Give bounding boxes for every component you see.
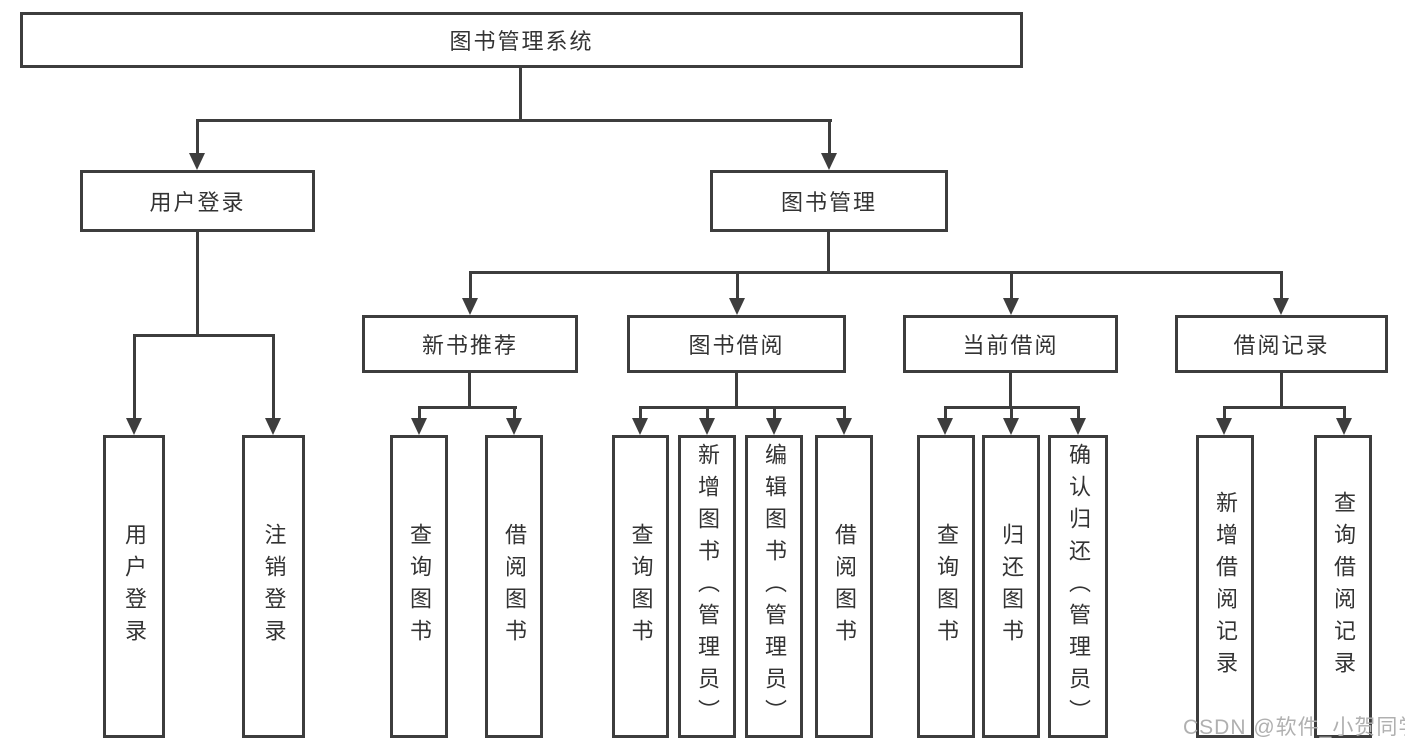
node-library-management-system: 图书管理系统: [20, 12, 1023, 68]
leaf-records-query-record: 查询借阅记录: [1314, 435, 1372, 738]
connector-line: [639, 406, 846, 409]
node-label: 借阅记录: [1233, 333, 1330, 358]
node-label: 当前借阅: [962, 333, 1059, 358]
node-label: 用户登录: [149, 190, 246, 215]
node-current-borrowing: 当前借阅: [903, 315, 1118, 373]
node-book-management: 图书管理: [710, 170, 948, 232]
arrow-down-icon: [699, 406, 715, 435]
arrow-down-icon: [1216, 406, 1232, 435]
leaf-borrowing-add-books-admin: 新增图书（管理员）: [678, 435, 736, 738]
leaf-label: 查询图书: [628, 522, 654, 651]
leaf-label: 编辑图书（管理员）: [762, 442, 787, 731]
connector-line: [1009, 373, 1012, 409]
leaf-label: 查询图书: [407, 522, 432, 651]
arrow-down-icon: [1273, 271, 1289, 315]
arrow-down-icon: [462, 271, 478, 315]
leaf-records-add-record: 新增借阅记录: [1196, 435, 1254, 738]
leaf-logout: 注销登录: [242, 435, 305, 738]
connector-line: [827, 232, 830, 274]
leaf-label: 新增图书（管理员）: [695, 442, 720, 731]
arrow-down-icon: [1003, 406, 1019, 435]
connector-line: [735, 373, 738, 409]
csdn-watermark: CSDN @软件_小贺同学: [1183, 716, 1405, 739]
arrow-down-icon: [937, 406, 953, 435]
leaf-current-return-books: 归还图书: [982, 435, 1040, 738]
arrow-down-icon: [126, 334, 142, 435]
arrow-down-icon: [1336, 406, 1352, 435]
leaf-newbook-borrow-books: 借阅图书: [485, 435, 543, 738]
leaf-borrowing-query-books: 查询图书: [612, 435, 669, 738]
node-label: 新书推荐: [421, 333, 518, 358]
node-label: 图书管理系统: [449, 29, 594, 54]
connector-line: [418, 406, 517, 409]
arrow-down-icon: [265, 334, 281, 435]
leaf-label: 查询借阅记录: [1331, 490, 1356, 683]
connector-line: [469, 271, 1283, 274]
leaf-current-query-books: 查询图书: [917, 435, 975, 738]
connector-line: [468, 373, 471, 409]
connector-line: [1280, 373, 1283, 409]
leaf-newbook-query-books: 查询图书: [390, 435, 448, 738]
arrow-down-icon: [766, 406, 782, 435]
node-label: 图书借阅: [688, 333, 785, 358]
connector-line: [196, 119, 832, 122]
node-book-borrowing: 图书借阅: [627, 315, 846, 373]
leaf-label: 借阅图书: [502, 522, 527, 651]
leaf-user-login: 用户登录: [103, 435, 165, 738]
node-borrowing-records: 借阅记录: [1175, 315, 1388, 373]
arrow-down-icon: [1070, 406, 1086, 435]
leaf-label: 注销登录: [261, 522, 287, 651]
connector-line: [519, 68, 522, 121]
leaf-label: 用户登录: [122, 522, 147, 651]
leaf-label: 新增借阅记录: [1213, 490, 1238, 683]
node-new-book-recommendation: 新书推荐: [362, 315, 578, 373]
arrow-down-icon: [189, 119, 205, 170]
leaf-current-confirm-return-admin: 确认归还（管理员）: [1048, 435, 1108, 738]
connector-line: [133, 334, 274, 337]
arrow-down-icon: [836, 406, 852, 435]
leaf-label: 查询图书: [934, 522, 959, 651]
arrow-down-icon: [821, 119, 837, 170]
node-label: 图书管理: [780, 190, 877, 215]
connector-line: [196, 232, 199, 337]
leaf-label: 确认归还（管理员）: [1066, 442, 1091, 731]
arrow-down-icon: [1003, 271, 1019, 315]
arrow-down-icon: [729, 271, 745, 315]
connector-line: [1223, 406, 1346, 409]
leaf-borrowing-edit-books-admin: 编辑图书（管理员）: [745, 435, 803, 738]
leaf-label: 借阅图书: [832, 522, 857, 651]
leaf-borrowing-borrow-books: 借阅图书: [815, 435, 873, 738]
arrow-down-icon: [632, 406, 648, 435]
arrow-down-icon: [506, 406, 522, 435]
arrow-down-icon: [411, 406, 427, 435]
leaf-label: 归还图书: [999, 522, 1024, 651]
node-user-login: 用户登录: [80, 170, 315, 232]
